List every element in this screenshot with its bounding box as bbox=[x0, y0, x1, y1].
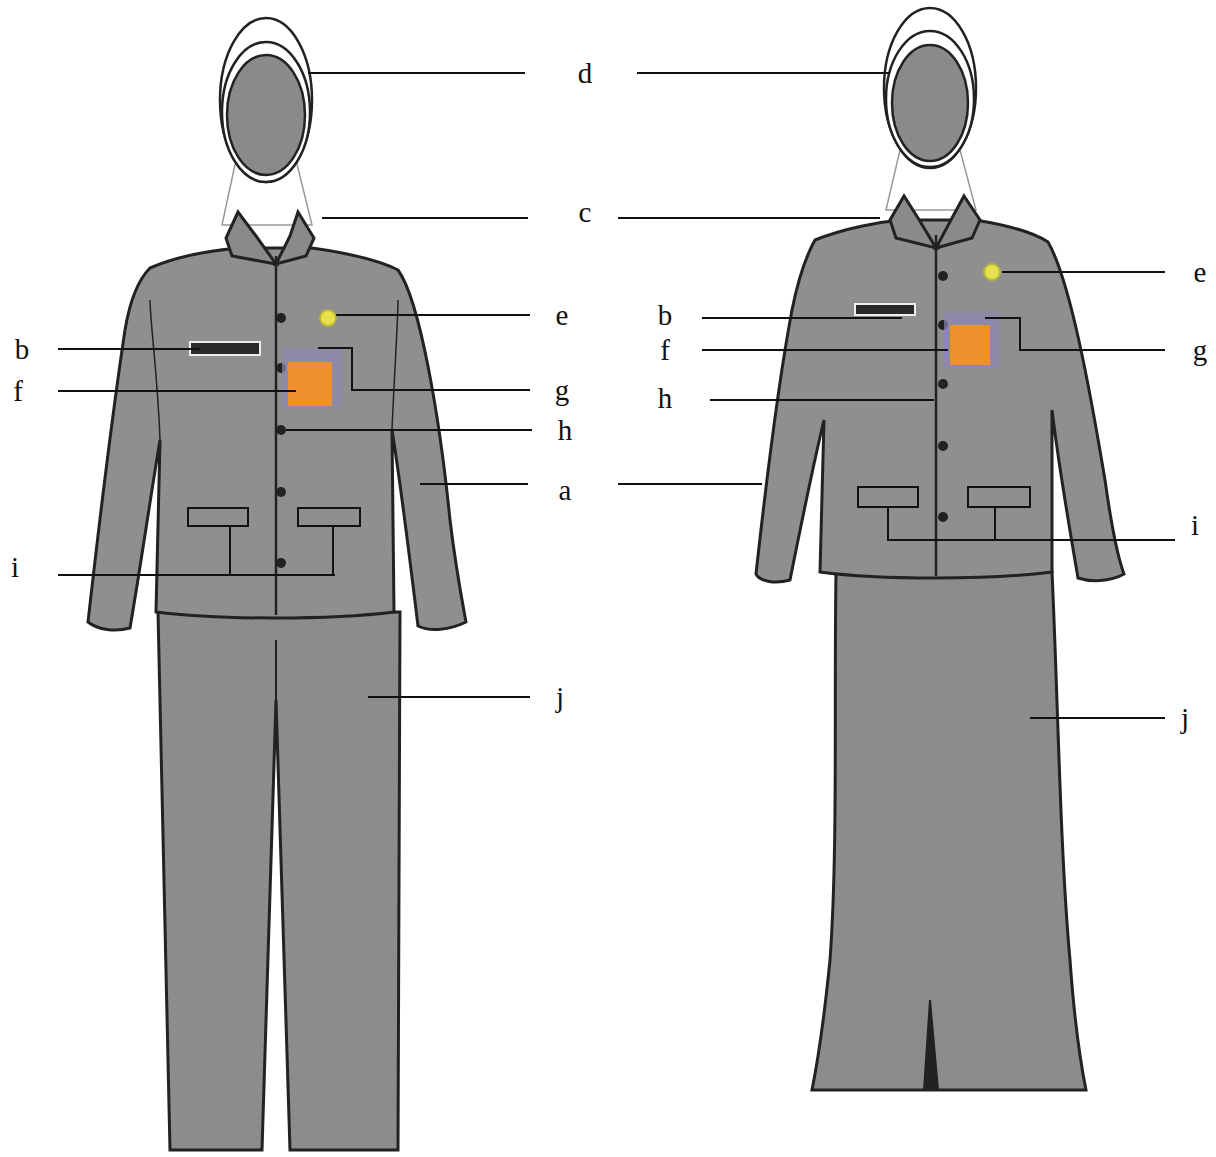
callout-letter: a bbox=[559, 476, 572, 505]
drawing-part bbox=[276, 487, 286, 497]
drawing-part bbox=[1030, 717, 1165, 719]
drawing-part bbox=[318, 348, 530, 390]
drawing-part bbox=[938, 379, 948, 389]
drawing-part bbox=[884, 8, 976, 168]
drawing-part bbox=[702, 349, 948, 351]
face bbox=[227, 55, 305, 175]
callout-letter: e bbox=[1194, 258, 1207, 287]
callout-letter: j bbox=[556, 683, 564, 712]
drawing-part bbox=[88, 248, 466, 630]
callout-letter: b bbox=[15, 335, 30, 364]
drawing-part bbox=[58, 390, 296, 392]
drawing-part bbox=[336, 314, 530, 316]
drawing-part bbox=[222, 42, 310, 182]
drawing-part bbox=[392, 300, 398, 430]
drawing-part bbox=[936, 196, 980, 248]
callout-letter: h bbox=[558, 416, 573, 445]
collar bbox=[226, 212, 314, 264]
skirt bbox=[812, 572, 1086, 1090]
drawing-part bbox=[855, 304, 915, 315]
callout-letter: i bbox=[1191, 511, 1199, 540]
drawing-part bbox=[985, 318, 1165, 350]
drawing-part bbox=[886, 31, 974, 167]
drawing-part bbox=[935, 235, 938, 576]
callout-letter: f bbox=[660, 336, 670, 365]
drawing-part bbox=[984, 264, 1000, 280]
drawing-part bbox=[938, 512, 948, 522]
buttons bbox=[938, 271, 948, 522]
drawing-part bbox=[618, 217, 880, 219]
drawing-part bbox=[888, 508, 1175, 540]
drawing-part bbox=[950, 325, 990, 365]
callout-letter: i bbox=[11, 553, 19, 582]
drawing-part bbox=[938, 441, 948, 451]
drawing-part bbox=[276, 425, 286, 435]
drawing-part bbox=[637, 72, 890, 74]
drawing-part bbox=[322, 217, 528, 219]
insignia bbox=[855, 264, 1030, 507]
drawing-part bbox=[308, 72, 525, 74]
drawing-part bbox=[58, 348, 200, 350]
hijab bbox=[220, 18, 312, 225]
drawing-part bbox=[276, 558, 286, 568]
drawing-part bbox=[368, 696, 530, 698]
drawing-part bbox=[282, 348, 342, 408]
drawing-part bbox=[288, 362, 332, 406]
callout-letter: e bbox=[556, 301, 569, 330]
drawing-part bbox=[618, 483, 762, 485]
callout-letter: h bbox=[658, 384, 673, 413]
drawing-part bbox=[190, 342, 260, 355]
drawing-part bbox=[812, 572, 1086, 1090]
drawing-part bbox=[890, 196, 936, 248]
insignia bbox=[188, 310, 360, 526]
drawing-part bbox=[220, 18, 312, 182]
callout-letter: g bbox=[1193, 336, 1208, 365]
callout-letter: j bbox=[1181, 704, 1189, 733]
callout-letter: d bbox=[578, 59, 593, 88]
drawing-part bbox=[924, 1000, 938, 1090]
drawing-part bbox=[1002, 271, 1165, 273]
drawing-part bbox=[938, 271, 948, 281]
drawing-part bbox=[298, 508, 360, 526]
leader-lines bbox=[58, 73, 1175, 718]
drawing-part bbox=[276, 313, 286, 323]
drawing-part bbox=[58, 527, 335, 575]
hijab bbox=[884, 8, 976, 210]
drawing-part bbox=[702, 317, 902, 319]
face bbox=[892, 45, 968, 161]
callout-letter: c bbox=[579, 198, 592, 227]
drawing-part bbox=[158, 612, 400, 1150]
collar bbox=[890, 196, 980, 248]
drawing-part bbox=[276, 212, 314, 264]
drawing-part bbox=[150, 300, 160, 440]
drawing-part bbox=[275, 640, 277, 700]
drawing-part bbox=[320, 310, 336, 326]
callout-letter: g bbox=[555, 376, 570, 405]
drawing-part bbox=[944, 312, 1000, 368]
trousers bbox=[158, 612, 400, 1150]
jacket bbox=[88, 248, 466, 630]
drawing-part bbox=[226, 212, 276, 264]
drawing-part bbox=[188, 508, 248, 526]
callout-letter: b bbox=[658, 301, 673, 330]
callout-letter: f bbox=[13, 377, 23, 406]
drawing-part bbox=[858, 487, 918, 507]
drawing-part bbox=[710, 399, 934, 401]
drawing-part bbox=[420, 483, 528, 485]
drawing-part bbox=[286, 429, 532, 431]
drawing-part bbox=[968, 487, 1030, 507]
